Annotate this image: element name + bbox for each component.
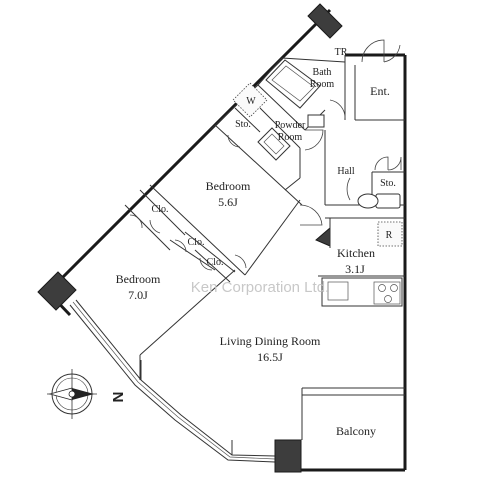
outer-walls bbox=[46, 8, 407, 472]
pillar-top bbox=[307, 3, 343, 39]
closet-label-2: Clo. bbox=[188, 237, 205, 248]
kitchen-size: 3.1J bbox=[345, 262, 365, 276]
closet-label-3: Clo. bbox=[207, 257, 224, 268]
bedroom-1-size: 5.6J bbox=[218, 195, 238, 209]
storage-label-1: Sto. bbox=[235, 119, 251, 130]
powder-room-label-line2: Room bbox=[278, 132, 303, 143]
bathtub bbox=[265, 59, 321, 109]
living-dining-room-label: Living Dining Room bbox=[220, 334, 321, 348]
pillar-kitchen bbox=[315, 226, 331, 247]
compass-north-label: N bbox=[109, 392, 126, 403]
bedroom-1-label: Bedroom bbox=[206, 179, 251, 193]
fridge-label: R bbox=[386, 230, 393, 241]
watermark-text: Ken Corporation Ltd. bbox=[191, 279, 329, 296]
exterior-windows bbox=[69, 299, 276, 463]
bath-room-label-line1: Bath bbox=[313, 67, 332, 78]
hall-cabinet bbox=[307, 114, 325, 128]
closet-label-1: Clo. bbox=[152, 204, 169, 215]
bedroom-2-size: 7.0J bbox=[128, 288, 148, 302]
storage-label-2: Sto. bbox=[380, 178, 396, 189]
pillar-bottom bbox=[274, 439, 302, 473]
entrance-label: Ent. bbox=[370, 84, 390, 98]
kitchen-counter bbox=[321, 277, 403, 307]
compass-icon bbox=[47, 369, 97, 419]
bath-room-label-line2: Room bbox=[310, 79, 335, 90]
hall-label: Hall bbox=[337, 166, 354, 177]
kitchen-label: Kitchen bbox=[337, 246, 375, 260]
toilet bbox=[357, 193, 401, 209]
tr-label: TR bbox=[335, 47, 348, 58]
washer-label: W bbox=[246, 96, 256, 107]
powder-room-label-line1: Powder bbox=[275, 120, 306, 131]
vanity-sink bbox=[257, 127, 291, 161]
room-labels: TR Bath Room Ent. Sto. Powder Room Hall … bbox=[116, 47, 396, 438]
balcony-label: Balcony bbox=[336, 424, 376, 438]
pillar-left bbox=[37, 271, 77, 311]
fridge-area bbox=[377, 221, 403, 247]
washer-area bbox=[232, 82, 268, 118]
bedroom-2-label: Bedroom bbox=[116, 272, 161, 286]
living-dining-room-size: 16.5J bbox=[257, 350, 283, 364]
fixtures: W R bbox=[232, 59, 403, 307]
